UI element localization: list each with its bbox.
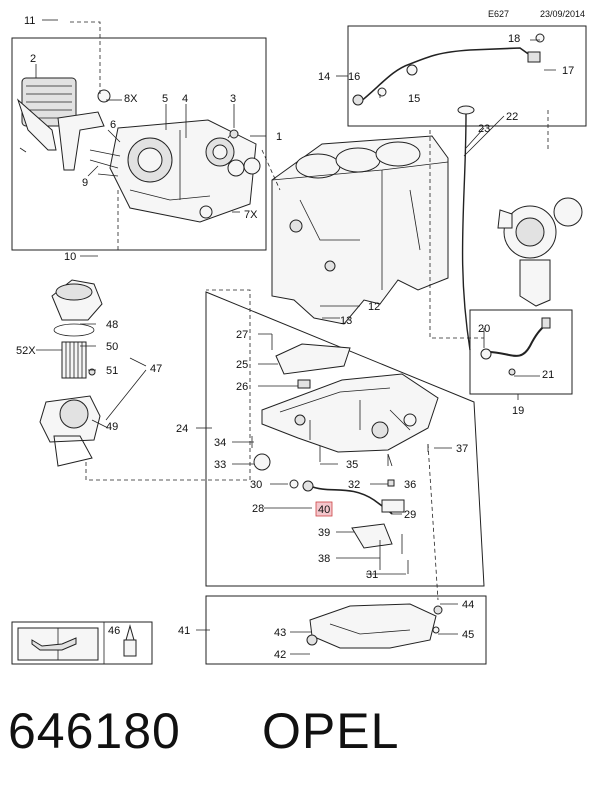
oil-filter-element-illustration [61,341,87,379]
callout-labels: 11 2 8X 5 4 3 1 6 9 7X 10 14 16 15 18 17… [16,15,574,661]
oil-filter-cap-illustration [51,279,103,321]
callout-40-highlight [315,501,333,517]
callout-30: 30 [250,479,262,491]
brand-name: OPEL [262,703,400,759]
callout-31: 31 [366,569,378,581]
callout-19: 19 [512,405,524,417]
callout-8x: 8X [124,93,138,105]
callout-1: 1 [276,131,282,143]
oil-filter-housing-illustration [39,368,101,467]
dipstick-illustration [457,105,475,351]
callout-41: 41 [178,625,190,637]
callout-28: 28 [252,503,264,515]
callout-47: 47 [150,363,162,375]
tools-frame [11,621,153,665]
callout-39: 39 [318,527,330,539]
callout-23: 23 [478,123,490,135]
callout-11: 11 [24,15,35,27]
callout-3: 3 [230,93,236,105]
callout-5: 5 [162,93,168,105]
oil-pick-up-tube-illustration [302,480,405,515]
callout-26: 26 [236,381,248,393]
diagram-date: 23/09/2014 [540,9,585,19]
oil-filter-seal-illustration [53,323,95,337]
callout-14: 14 [318,71,330,83]
callout-4: 4 [182,93,188,105]
engine-block-illustration [271,135,449,325]
callout-17: 17 [562,65,574,77]
callout-6: 6 [110,119,116,131]
oil-pipe-group-frame [347,25,587,127]
lower-oil-pan-frame [205,595,487,665]
oil-cooler-illustration [16,77,77,151]
part-number: 646180 [8,703,181,759]
callout-42: 42 [274,649,286,661]
callout-38: 38 [318,553,330,565]
sealant-tube-icon [123,624,137,657]
oil-return-group-frame [469,309,573,395]
callout-44: 44 [462,599,474,611]
callout-46: 46 [108,625,120,637]
callout-45: 45 [462,629,474,641]
oil-pump-cover-illustration [275,343,351,375]
baffle-illustration [297,379,311,389]
callout-18: 18 [508,33,520,45]
oil-pan-group-frame [205,291,485,587]
callout-20: 20 [478,323,490,335]
oil-pump-illustration [351,523,403,570]
callout-40: 40 [318,504,330,516]
callout-10: 10 [64,251,76,263]
callout-24: 24 [176,423,188,435]
bolts-illustration [19,129,239,177]
callout-52x: 52X [16,345,36,357]
callout-15: 15 [408,93,420,105]
callout-43: 43 [274,627,286,639]
callout-2: 2 [30,53,36,65]
oil-return-pipe-illustration [480,317,551,376]
callout-22: 22 [506,111,518,123]
callout-25: 25 [236,359,248,371]
callout-35: 35 [346,459,358,471]
callout-32: 32 [348,479,360,491]
upper-oil-pan-illustration [261,373,439,453]
callout-36: 36 [404,479,416,491]
turbo-oil-pipe-illustration [352,33,545,106]
callout-16: 16 [348,71,360,83]
callout-37: 37 [456,443,468,455]
callout-12: 12 [368,301,380,313]
callout-33: 33 [214,459,226,471]
callout-21: 21 [542,369,554,381]
callout-51: 51 [106,365,118,377]
callout-29: 29 [404,509,416,521]
callout-7x: 7X [244,209,258,221]
leader-lines [35,19,556,655]
callout-13: 13 [340,315,352,327]
timing-cover-group-frame [11,37,267,251]
diagram-code: E627 [488,9,509,19]
callout-50: 50 [106,341,118,353]
callout-34: 34 [214,437,226,449]
lower-oil-pan-illustration [306,603,443,649]
callout-49: 49 [106,421,118,433]
timing-cover-illustration [97,89,261,223]
small-bolts-illustration [251,334,429,574]
callout-48: 48 [106,319,118,331]
book-wrench-icon [17,627,99,661]
callout-27: 27 [236,329,248,341]
turbocharger-illustration [497,197,583,307]
callout-9: 9 [82,177,88,189]
bracket-illustration [57,111,105,171]
